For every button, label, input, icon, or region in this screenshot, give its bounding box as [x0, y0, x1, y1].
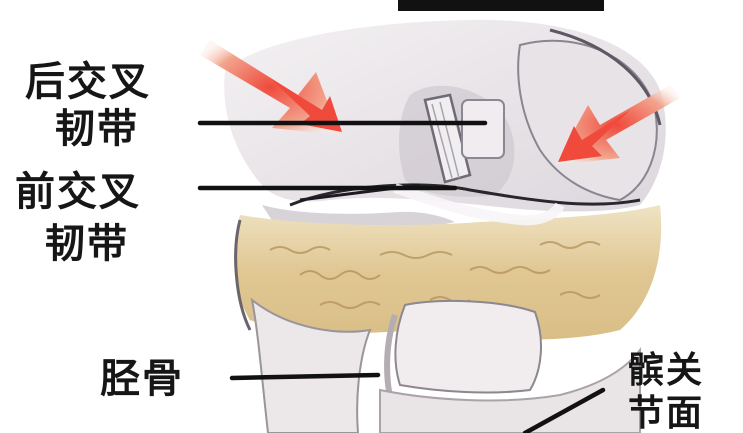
label-posterior-cruciate-line1: 后交叉: [25, 59, 151, 105]
top-edge-bar: [398, 0, 604, 11]
leader-tibia: [232, 375, 378, 378]
label-patellar-surface-line2: 节面: [628, 393, 704, 433]
label-patellar-surface-line1: 髌关: [628, 350, 704, 391]
label-anterior-cruciate-line2: 韧带: [45, 221, 129, 267]
patella-block: [395, 301, 541, 393]
pcl-attachment: [462, 100, 504, 158]
label-tibia: 胫骨: [100, 356, 184, 402]
label-anterior-cruciate-line1: 前交叉: [15, 169, 141, 215]
label-posterior-cruciate-line2: 韧带: [55, 106, 139, 152]
